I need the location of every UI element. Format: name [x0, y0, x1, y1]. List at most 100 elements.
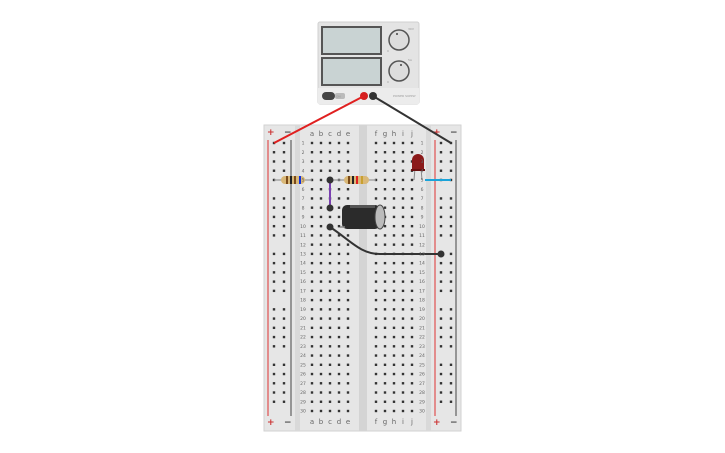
breadboard-hole[interactable] — [383, 151, 387, 154]
rail-hole[interactable] — [272, 317, 276, 320]
breadboard-hole[interactable] — [401, 271, 405, 274]
breadboard-hole[interactable] — [410, 224, 414, 228]
breadboard-hole[interactable] — [328, 335, 332, 339]
rail-hole[interactable] — [272, 252, 276, 256]
breadboard-hole[interactable] — [319, 261, 323, 265]
breadboard-hole[interactable] — [310, 169, 314, 172]
breadboard-hole[interactable] — [319, 308, 323, 311]
rail-hole[interactable] — [282, 317, 286, 320]
breadboard-hole[interactable] — [374, 391, 378, 394]
rail-hole[interactable] — [439, 345, 443, 348]
rail-hole[interactable] — [439, 335, 443, 339]
breadboard-hole[interactable] — [392, 178, 396, 182]
breadboard-hole[interactable] — [401, 206, 405, 209]
breadboard-hole[interactable] — [310, 280, 314, 283]
breadboard-hole[interactable] — [410, 141, 414, 145]
breadboard-hole[interactable] — [310, 354, 314, 357]
red-power-wire[interactable] — [273, 95, 365, 144]
rail-hole[interactable] — [439, 289, 443, 293]
breadboard-hole[interactable] — [401, 188, 405, 191]
breadboard-hole[interactable] — [383, 382, 387, 385]
rail-hole[interactable] — [272, 335, 276, 339]
rail-hole[interactable] — [282, 345, 286, 348]
rail-hole[interactable] — [439, 261, 443, 265]
breadboard-hole[interactable] — [328, 160, 332, 163]
breadboard-hole[interactable] — [337, 363, 341, 366]
breadboard-hole[interactable] — [383, 224, 387, 228]
rail-hole[interactable] — [282, 224, 286, 228]
breadboard-hole[interactable] — [346, 234, 350, 237]
breadboard-hole[interactable] — [401, 169, 405, 172]
rail-hole[interactable] — [282, 234, 286, 237]
breadboard-hole[interactable] — [337, 335, 341, 339]
breadboard-hole[interactable] — [337, 252, 341, 256]
breadboard-hole[interactable] — [392, 234, 396, 237]
breadboard-hole[interactable] — [328, 243, 332, 246]
breadboard-hole[interactable] — [310, 215, 314, 219]
electrolytic-capacitor[interactable] — [340, 204, 386, 230]
voltage-knob[interactable] — [388, 29, 410, 51]
resistor[interactable] — [274, 176, 312, 184]
breadboard-hole[interactable] — [319, 289, 323, 293]
breadboard-hole[interactable] — [310, 141, 314, 145]
rail-hole[interactable] — [439, 372, 443, 376]
rail-hole[interactable] — [272, 400, 276, 403]
breadboard-hole[interactable] — [310, 382, 314, 385]
breadboard-hole[interactable] — [337, 409, 341, 413]
breadboard-hole[interactable] — [337, 308, 341, 311]
breadboard-hole[interactable] — [337, 261, 341, 265]
breadboard-hole[interactable] — [319, 271, 323, 274]
breadboard-hole[interactable] — [319, 391, 323, 394]
breadboard-hole[interactable] — [310, 206, 314, 209]
breadboard-hole[interactable] — [410, 215, 414, 219]
breadboard-hole[interactable] — [374, 400, 378, 403]
rail-hole[interactable] — [439, 151, 443, 154]
breadboard-hole[interactable] — [346, 169, 350, 172]
breadboard-hole[interactable] — [392, 335, 396, 339]
breadboard-hole[interactable] — [374, 188, 378, 191]
breadboard-hole[interactable] — [383, 391, 387, 394]
breadboard-hole[interactable] — [328, 391, 332, 394]
breadboard-hole[interactable] — [401, 335, 405, 339]
breadboard-hole[interactable] — [401, 363, 405, 366]
rail-hole[interactable] — [272, 326, 276, 330]
breadboard-hole[interactable] — [392, 280, 396, 283]
breadboard-hole[interactable] — [346, 308, 350, 311]
breadboard-hole[interactable] — [374, 243, 378, 246]
breadboard-hole[interactable] — [346, 243, 350, 246]
breadboard-hole[interactable] — [410, 400, 414, 403]
breadboard-hole[interactable] — [383, 234, 387, 237]
rail-hole[interactable] — [282, 335, 286, 339]
breadboard-hole[interactable] — [392, 151, 396, 154]
breadboard-hole[interactable] — [410, 206, 414, 209]
breadboard-hole[interactable] — [328, 354, 332, 357]
breadboard-hole[interactable] — [401, 141, 405, 145]
breadboard-hole[interactable] — [410, 382, 414, 385]
breadboard-hole[interactable] — [310, 188, 314, 191]
rail-hole[interactable] — [282, 252, 286, 256]
breadboard-hole[interactable] — [401, 409, 405, 413]
breadboard-hole[interactable] — [319, 345, 323, 348]
rail-hole[interactable] — [449, 197, 453, 200]
breadboard-hole[interactable] — [401, 215, 405, 219]
breadboard-hole[interactable] — [410, 326, 414, 330]
breadboard-hole[interactable] — [401, 160, 405, 163]
breadboard-hole[interactable] — [319, 326, 323, 330]
wire-endpoint[interactable] — [326, 223, 334, 231]
breadboard-hole[interactable] — [392, 289, 396, 293]
breadboard-hole[interactable] — [310, 335, 314, 339]
breadboard-hole[interactable] — [383, 409, 387, 413]
breadboard-hole[interactable] — [337, 345, 341, 348]
breadboard-hole[interactable] — [337, 215, 341, 219]
breadboard-hole[interactable] — [337, 197, 341, 200]
rail-hole[interactable] — [272, 382, 276, 385]
breadboard-hole[interactable] — [337, 141, 341, 145]
breadboard-hole[interactable] — [310, 400, 314, 403]
rail-hole[interactable] — [272, 197, 276, 200]
breadboard-hole[interactable] — [337, 151, 341, 154]
breadboard-hole[interactable] — [319, 409, 323, 413]
breadboard-hole[interactable] — [310, 372, 314, 376]
rail-hole[interactable] — [439, 382, 443, 385]
rail-hole[interactable] — [272, 391, 276, 394]
breadboard-hole[interactable] — [374, 354, 378, 357]
